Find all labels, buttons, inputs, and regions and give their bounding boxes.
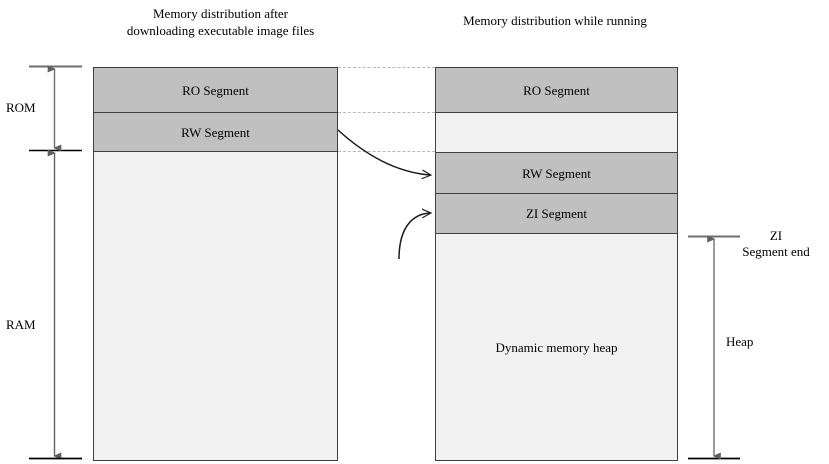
left-memory-column: RO Segment RW Segment — [93, 67, 338, 461]
right-memory-column: RO Segment RW Segment ZI Segment Dynamic… — [435, 67, 678, 461]
left-segment-ro-label: RO Segment — [182, 82, 249, 98]
left-segment-rw-label: RW Segment — [181, 124, 250, 140]
right-segment-heap[interactable]: Dynamic memory heap — [435, 233, 678, 461]
right-segment-rw-label: RW Segment — [522, 165, 591, 181]
right-column-title: Memory distribution while running — [463, 13, 647, 28]
left-segment-free[interactable] — [93, 151, 338, 461]
right-segment-rw[interactable]: RW Segment — [435, 152, 678, 194]
guide-line-rw-bottom — [338, 151, 435, 152]
right-segment-ro-label: RO Segment — [523, 82, 590, 98]
ram-range-label: RAM — [6, 317, 36, 332]
right-segment-zi-label: ZI Segment — [525, 206, 587, 221]
guide-line-ro-top — [338, 67, 435, 68]
right-segment-zi[interactable]: ZI Segment — [435, 193, 678, 234]
left-segment-ro[interactable]: RO Segment — [93, 67, 338, 113]
heap-range-label: Heap — [726, 334, 754, 349]
left-segment-rw[interactable]: RW Segment — [93, 112, 338, 152]
right-segment-gap[interactable] — [435, 112, 678, 153]
guide-line-ro-bottom — [338, 112, 435, 113]
right-segment-ro[interactable]: RO Segment — [435, 67, 678, 113]
zi-segment-end-label: ZI Segment end — [742, 228, 810, 259]
zi-creation-arrow — [398, 213, 430, 260]
rom-range-label: ROM — [6, 100, 36, 115]
rw-relocation-arrow — [337, 129, 430, 175]
left-column-title: Memory distribution after downloading ex… — [126, 6, 315, 38]
right-segment-heap-label: Dynamic memory heap — [495, 339, 618, 355]
